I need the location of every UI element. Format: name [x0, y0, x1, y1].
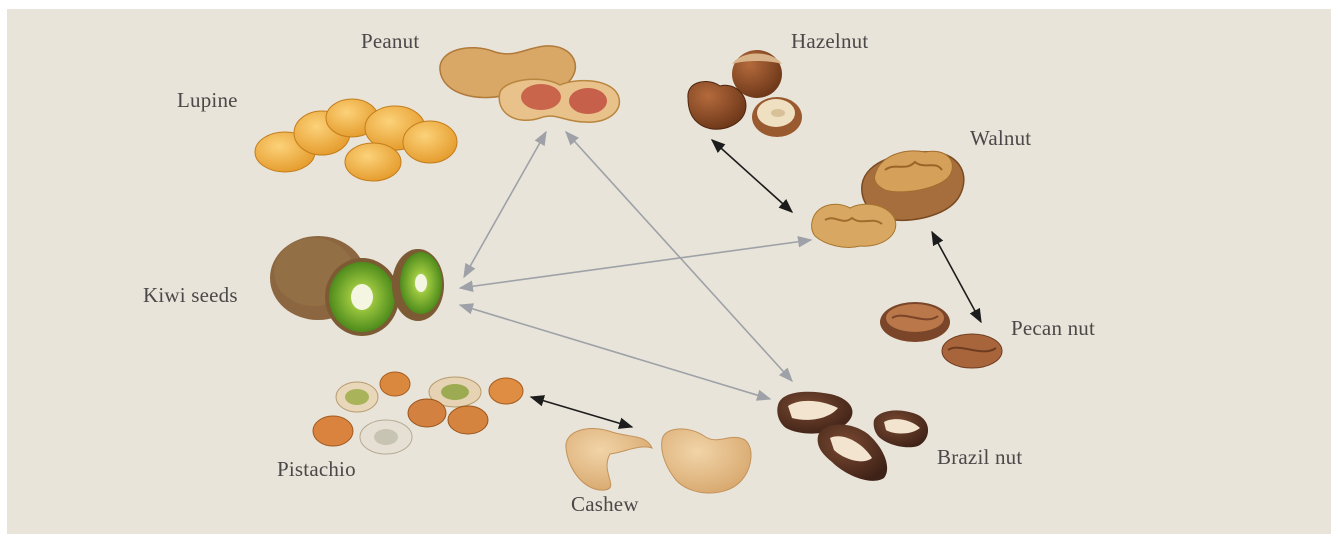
pecan-image	[880, 302, 1002, 368]
peanut-image	[440, 46, 620, 122]
cashew-image	[566, 429, 751, 494]
label-kiwi-seeds: Kiwi seeds	[143, 283, 238, 308]
label-peanut: Peanut	[361, 29, 419, 54]
label-cashew: Cashew	[571, 492, 639, 517]
arrow-peanut-brazil-nut	[566, 132, 792, 381]
walnut-image	[812, 151, 964, 247]
label-lupine: Lupine	[177, 88, 238, 113]
arrow-kiwi-walnut	[460, 240, 811, 288]
brazil-nut-image	[777, 392, 928, 481]
label-pistachio: Pistachio	[277, 457, 356, 482]
hazelnut-image	[688, 50, 802, 137]
lupine-image	[255, 99, 457, 181]
kiwi-image	[270, 236, 444, 336]
label-hazelnut: Hazelnut	[791, 29, 868, 54]
arrow-hazelnut-walnut	[712, 140, 792, 212]
pistachio-image	[313, 372, 523, 454]
label-walnut: Walnut	[970, 126, 1031, 151]
label-pecan-nut: Pecan nut	[1011, 316, 1095, 341]
arrow-pistachio-cashew	[531, 397, 632, 427]
arrow-peanut-kiwi	[464, 132, 546, 277]
label-brazil-nut: Brazil nut	[937, 445, 1022, 470]
